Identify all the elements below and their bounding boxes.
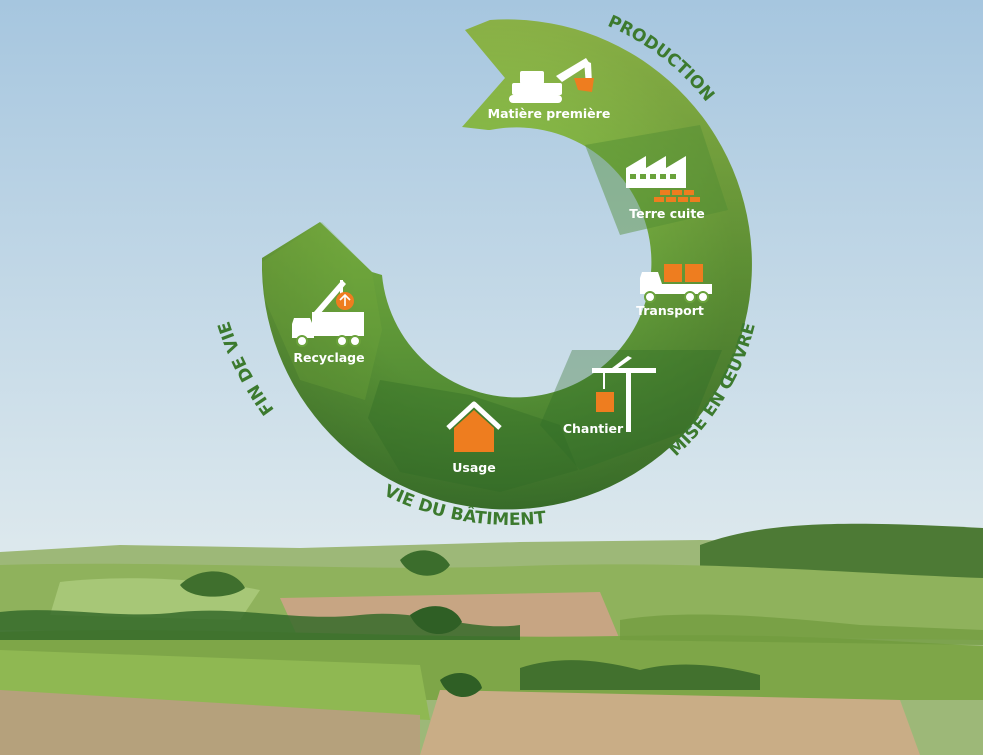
step-matiere-premiere: Matière première [488,58,611,121]
truck-icon [640,264,712,303]
recycling-truck-icon [292,280,364,347]
step-label: Recyclage [293,350,364,365]
crane-icon [592,356,656,432]
step-recyclage: Recyclage [292,280,365,365]
step-terre-cuite: Terre cuite [626,156,705,221]
step-transport: Transport [636,264,712,318]
factory-icon [626,156,700,202]
step-label: Transport [636,303,704,318]
step-label: Matière première [488,106,611,121]
excavator-icon [509,58,594,103]
landscape-background [0,523,983,755]
step-chantier: Chantier [563,356,656,436]
step-label: Terre cuite [629,206,705,221]
step-usage: Usage [446,401,502,475]
step-label: Usage [452,460,495,475]
house-icon [446,401,502,452]
step-label: Chantier [563,421,624,436]
